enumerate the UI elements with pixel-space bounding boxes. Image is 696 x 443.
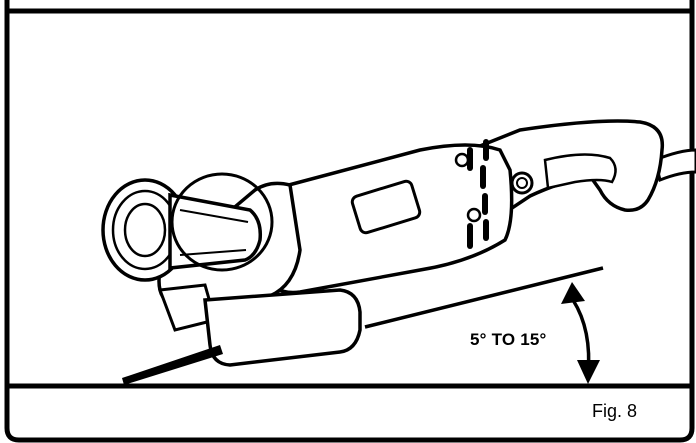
angle-range-label: 5° TO 15° bbox=[470, 330, 547, 349]
figure-frame bbox=[4, 0, 695, 443]
figure-caption: Fig. 8 bbox=[592, 401, 638, 421]
angle-arrow-bottom-icon bbox=[577, 360, 600, 384]
handle-grip-recess bbox=[543, 153, 617, 190]
lock-button bbox=[510, 171, 534, 195]
angle-reference-line bbox=[364, 266, 604, 329]
power-cord bbox=[653, 148, 696, 183]
wheel-guard-block bbox=[203, 288, 362, 367]
grinding-disc bbox=[122, 345, 223, 385]
vent-slots bbox=[467, 139, 489, 249]
screw-lower bbox=[466, 207, 482, 223]
wheel-guard-ring bbox=[170, 172, 274, 272]
screw-upper bbox=[454, 152, 470, 168]
angle-arrow-top-icon bbox=[561, 282, 585, 304]
switch-slot bbox=[350, 179, 422, 235]
